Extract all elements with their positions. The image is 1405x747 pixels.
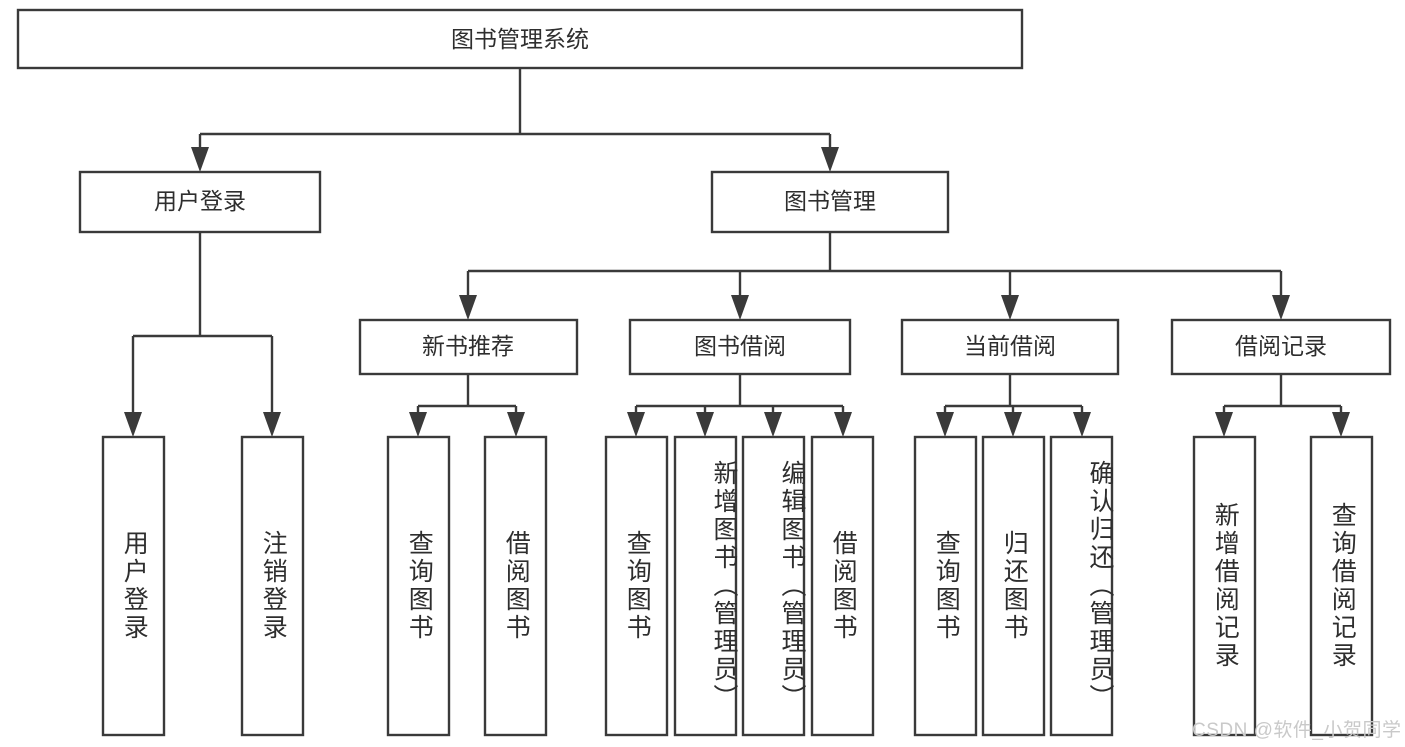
- arrow-head-user-login: [191, 147, 209, 172]
- node-new-book-recommend-box[interactable]: [358, 318, 579, 376]
- arrow-head-leaf-confirm-return-admin: [1073, 412, 1091, 437]
- node-leaf-borrow-book-recommend-box[interactable]: [483, 435, 548, 737]
- arrow-head-current-borrow: [1001, 295, 1019, 320]
- node-current-borrow[interactable]: 当前借阅: [900, 318, 1120, 376]
- node-borrow-record-box[interactable]: [1170, 318, 1392, 376]
- node-book-borrow-box[interactable]: [628, 318, 852, 376]
- node-borrow-record-label: 借阅记录: [1235, 333, 1327, 359]
- node-leaf-user-login-box[interactable]: [101, 435, 166, 737]
- arrow-head-leaf-borrow-book-recommend: [507, 412, 525, 437]
- arrow-head-book-borrow: [731, 295, 749, 320]
- node-book-management-label: 图书管理: [784, 188, 876, 214]
- node-leaf-add-book-admin-box[interactable]: [673, 435, 738, 737]
- node-leaf-borrow-book-box[interactable]: [810, 435, 875, 737]
- node-book-management[interactable]: 图书管理: [710, 170, 950, 234]
- arrow-head-leaf-return-book: [1004, 412, 1022, 437]
- node-leaf-add-borrow-record-box[interactable]: [1192, 435, 1257, 737]
- connector-group-borrow-record: [1215, 374, 1350, 437]
- node-user-login-label: 用户登录: [154, 188, 246, 214]
- connector-group-new-book-recommend: [409, 374, 525, 437]
- node-book-borrow[interactable]: 图书借阅: [628, 318, 852, 376]
- node-leaf-query-book-current-box[interactable]: [913, 435, 978, 737]
- node-leaf-query-borrow-record-box[interactable]: [1309, 435, 1374, 737]
- node-book-borrow-label: 图书借阅: [694, 333, 786, 359]
- node-current-borrow-label: 当前借阅: [964, 333, 1056, 359]
- node-user-login-box[interactable]: [78, 170, 322, 234]
- connector-group-book-management: [459, 232, 1290, 320]
- arrow-head-leaf-borrow-book: [834, 412, 852, 437]
- node-root-label: 图书管理系统: [451, 26, 589, 52]
- arrow-head-leaf-query-borrow-record: [1332, 412, 1350, 437]
- node-leaf-return-book-box[interactable]: [981, 435, 1046, 737]
- watermark-text: CSDN @软件_小贺同学: [1192, 720, 1402, 741]
- arrow-head-leaf-query-book-borrow: [627, 412, 645, 437]
- connector-group-book-borrow: [627, 374, 852, 437]
- node-leaf-query-book-borrow-box[interactable]: [604, 435, 669, 737]
- arrow-head-leaf-edit-book-admin: [764, 412, 782, 437]
- node-current-borrow-box[interactable]: [900, 318, 1120, 376]
- arrow-head-leaf-query-book-current: [936, 412, 954, 437]
- arrow-head-book-management: [821, 147, 839, 172]
- connector-group-user-login: [124, 232, 281, 437]
- node-user-login[interactable]: 用户登录: [78, 170, 322, 234]
- arrow-head-leaf-query-book-recommend: [409, 412, 427, 437]
- arrow-head-leaf-user-login: [124, 412, 142, 437]
- node-root-box[interactable]: [16, 8, 1024, 70]
- node-root[interactable]: 图书管理系统: [16, 8, 1024, 70]
- arrow-head-leaf-add-borrow-record: [1215, 412, 1233, 437]
- arrow-head-new-book-recommend: [459, 295, 477, 320]
- node-leaf-query-book-recommend-box[interactable]: [386, 435, 451, 737]
- node-leaf-confirm-return-admin-box[interactable]: [1049, 435, 1114, 737]
- node-borrow-record[interactable]: 借阅记录: [1170, 318, 1392, 376]
- node-new-book-recommend[interactable]: 新书推荐: [358, 318, 579, 376]
- arrow-head-borrow-record: [1272, 295, 1290, 320]
- node-new-book-recommend-label: 新书推荐: [422, 333, 514, 359]
- arrow-head-leaf-add-book-admin: [696, 412, 714, 437]
- connector-group-root: [191, 68, 839, 172]
- arrow-head-leaf-logout: [263, 412, 281, 437]
- node-book-management-box[interactable]: [710, 170, 950, 234]
- node-leaf-edit-book-admin-box[interactable]: [741, 435, 806, 737]
- node-leaf-logout-box[interactable]: [240, 435, 305, 737]
- connector-group-current-borrow: [936, 374, 1091, 437]
